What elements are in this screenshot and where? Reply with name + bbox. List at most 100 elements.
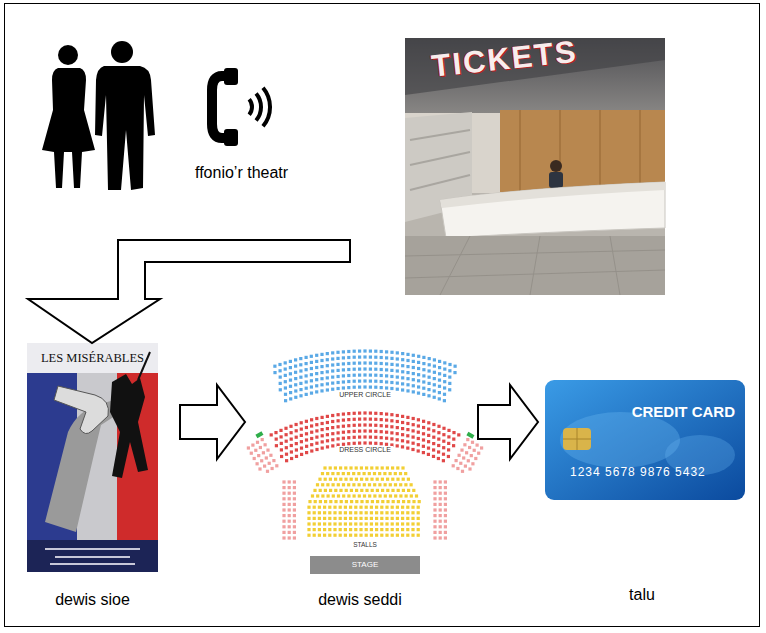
seating-plan-part: [363, 349, 366, 352]
seating-plan-part: [284, 361, 287, 364]
seating-plan-part: [347, 374, 350, 377]
seating-plan-part: [432, 429, 435, 432]
seating-plan-part: [289, 366, 292, 369]
seating-plan-part: [459, 462, 462, 465]
show-poster: [27, 343, 158, 572]
seating-plan-part: [417, 385, 420, 388]
seating-plan-part: [358, 362, 361, 365]
seating-plan-part: [438, 366, 441, 369]
seating-plan-part: [380, 442, 383, 445]
seating-plan-part: [433, 486, 436, 489]
seating-plan-part: [358, 494, 361, 497]
seating-plan-part: [444, 497, 447, 500]
seating-plan-part: [453, 371, 456, 374]
seating-plan-part: [307, 511, 310, 514]
seating-plan-part: [355, 500, 358, 503]
seating-plan-part: [293, 486, 296, 489]
seating-plan-part: [347, 472, 350, 475]
seating-plan-part: [294, 358, 297, 361]
seating-plan-part: [256, 441, 259, 444]
seating-plan-part: [385, 362, 388, 365]
seating-plan-part: [253, 457, 256, 460]
seating-plan-part: [323, 534, 326, 537]
seating-plan-part: [411, 448, 414, 451]
seating-plan-part: [374, 412, 377, 415]
seating-plan-part: [452, 464, 455, 467]
seating-plan-part: [337, 381, 340, 384]
seating-plan-part: [321, 422, 324, 425]
seating-plan-part: [347, 494, 350, 497]
seating-plan-part: [342, 431, 345, 434]
seating-plan-part: [381, 489, 384, 492]
ticket-office-photo-part: [405, 236, 665, 295]
seating-plan-part: [284, 380, 287, 383]
seating-plan-part: [279, 388, 282, 391]
seating-plan-part: [359, 517, 362, 520]
seating-plan-part: [370, 511, 373, 514]
seating-plan-part: [280, 435, 283, 438]
seating-plan-part: [390, 431, 393, 434]
seating-plan-part: [370, 506, 373, 509]
seating-plan-part: [369, 424, 372, 427]
seating-plan-part: [354, 534, 357, 537]
seating-plan-part: [315, 384, 318, 387]
seating-plan-part: [404, 472, 407, 475]
seating-plan-part: [427, 421, 430, 424]
seating-plan-part: [275, 464, 278, 467]
seating-plan-part: [360, 466, 363, 469]
seating-plan-part: [375, 506, 378, 509]
seating-plan-part: [355, 466, 358, 469]
seating-plan-part: [347, 442, 350, 445]
seating-plan-part: [323, 522, 326, 525]
ticket-office-photo-part: [550, 160, 562, 172]
seating-plan-part: [307, 534, 310, 537]
show-poster-part: [110, 374, 148, 478]
seating-plan-part: [401, 528, 404, 531]
seating-plan-part: [358, 483, 361, 486]
seating-plan-part: [318, 506, 321, 509]
seating-plan-part: [324, 478, 327, 481]
seating-plan-part: [384, 494, 387, 497]
seating-plan-part: [417, 443, 420, 446]
seating-plan-part: [385, 413, 388, 416]
seating-plan-part: [360, 489, 363, 492]
seating-plan-part: [256, 462, 259, 465]
seating-plan-part: [326, 382, 329, 385]
seating-plan-part: [365, 478, 368, 481]
seating-plan-part: [365, 534, 368, 537]
phone-icon-part: [249, 99, 252, 114]
seating-plan-part: [438, 385, 441, 388]
seating-plan-part: [428, 376, 431, 379]
seating-plan-part: [339, 478, 342, 481]
seating-plan-part: [396, 528, 399, 531]
seating-plan-part: [299, 363, 302, 366]
seating-plan-part: [289, 385, 292, 388]
seating-plan-part: [349, 534, 352, 537]
seating-plan-part: [307, 517, 310, 520]
seating-plan-part: [401, 388, 404, 391]
seating-plan-part: [347, 350, 350, 353]
seating-plan-part: [363, 429, 366, 432]
seating-plan-part: [375, 522, 378, 525]
seating-plan-part: [396, 382, 399, 385]
seating-plan-part: [347, 356, 350, 359]
seating-plan-part: [433, 525, 436, 528]
seating-plan-part: [289, 425, 292, 428]
seating-plan-part: [439, 520, 442, 523]
seating-plan-part: [406, 517, 409, 520]
seating-plan-part: [294, 389, 297, 392]
seating-plan-part: [284, 427, 287, 430]
seating-plan-part: [427, 434, 430, 437]
seating-plan-part: [284, 386, 287, 389]
seating-plan-part: [391, 478, 394, 481]
seating-plan-part: [391, 506, 394, 509]
payment-step: CREDIT CARD1234 5678 9876 5432talu: [538, 343, 748, 615]
seating-plan-part: [442, 453, 445, 456]
seating-plan-part: [428, 357, 431, 360]
seating-plan-part: [300, 447, 303, 450]
seating-plan-part: [339, 466, 342, 469]
seating-plan-part: [294, 365, 297, 368]
seating-plan-part: [376, 478, 379, 481]
seating-plan-part: [293, 503, 296, 506]
sign-text: TICKETS: [430, 35, 579, 84]
